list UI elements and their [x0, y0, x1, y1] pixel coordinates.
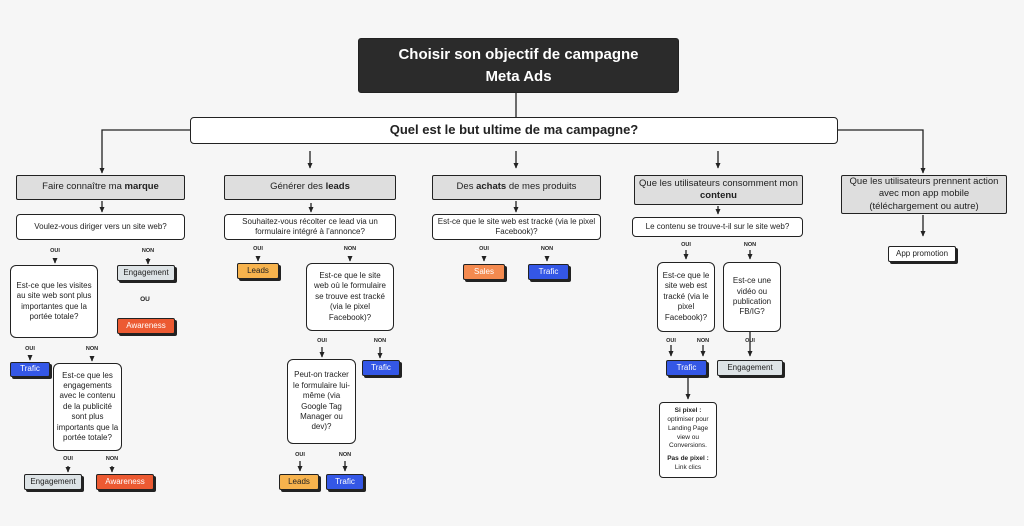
question-lead-form: Souhaitez-vous récolter ce lead via un f… — [224, 214, 396, 240]
category-brand: Faire connaître ma marque — [16, 175, 185, 200]
question-engagements-vs-reach: Est-ce que les engagements avec le conte… — [53, 363, 122, 451]
label-yes: OUI — [63, 456, 73, 462]
outcome-awareness: Awareness — [96, 474, 154, 490]
category-brand-bold: marque — [124, 181, 159, 193]
outcome-sales: Sales — [463, 264, 505, 280]
category-leads: Générer des leads — [224, 175, 396, 200]
label-no: NON — [105, 456, 119, 462]
note-pixel-title: Si pixel : — [674, 407, 702, 415]
label-yes: OUI — [479, 246, 489, 252]
title-line-1: Choisir son objectif de campagne — [398, 45, 639, 63]
label-or: OU — [140, 296, 150, 303]
trafic-optimisation-note: Si pixel : optimiser pour Landing Page v… — [659, 402, 717, 478]
title-line-2: Meta Ads — [485, 67, 552, 85]
outcome-engagement: Engagement — [717, 360, 783, 376]
question-track-form: Peut-on tracker le formulaire lui-même (… — [287, 359, 356, 444]
category-content-bold: contenu — [700, 190, 737, 201]
category-app-text: Que les utilisateurs prennent action ave… — [849, 175, 999, 212]
outcome-trafic: Trafic — [528, 264, 569, 280]
question-visits-vs-reach: Est-ce que les visites au site web sont … — [10, 265, 98, 338]
category-content: Que les utilisateurs consomment mon cont… — [634, 175, 803, 205]
label-no: NON — [540, 246, 554, 252]
note-no-pixel-text: Link clics — [674, 463, 702, 471]
category-sales-post: de mes produits — [506, 181, 577, 193]
label-no: NON — [696, 338, 710, 344]
category-sales: Des achats de mes produits — [432, 175, 601, 200]
outcome-app-promotion: App promotion — [888, 246, 956, 262]
label-yes: OUI — [295, 452, 305, 458]
question-form-site-tracked: Est-ce que le site web où le formulaire … — [306, 263, 394, 331]
outcome-trafic: Trafic — [10, 362, 50, 377]
label-no: NON — [141, 248, 155, 254]
label-no: NON — [338, 452, 352, 458]
category-leads-bold: leads — [325, 181, 350, 193]
label-no: NON — [373, 338, 387, 344]
outcome-leads: Leads — [279, 474, 319, 490]
main-question: Quel est le but ultime de ma campagne? — [190, 117, 838, 144]
note-pixel-text: optimiser pour Landing Page view ou Conv… — [667, 416, 709, 450]
label-yes: OUI — [317, 338, 327, 344]
label-yes: OUI — [745, 338, 755, 344]
note-no-pixel-title: Pas de pixel : — [667, 455, 709, 463]
category-leads-pre: Générer des — [270, 181, 326, 193]
outcome-leads: Leads — [237, 263, 279, 279]
diagram-title: Choisir son objectif de campagne Meta Ad… — [358, 38, 679, 93]
label-yes: OUI — [50, 248, 60, 254]
outcome-engagement: Engagement — [24, 474, 82, 490]
outcome-awareness: Awareness — [117, 318, 175, 334]
outcome-trafic: Trafic — [362, 360, 400, 376]
question-website: Voulez-vous diriger vers un site web? — [16, 214, 185, 240]
label-yes: OUI — [253, 246, 263, 252]
question-video-or-post: Est-ce une vidéo ou publication FB/IG? — [723, 262, 781, 332]
label-no: NON — [743, 242, 757, 248]
label-yes: OUI — [25, 346, 35, 352]
label-yes: OUI — [681, 242, 691, 248]
question-content-site-tracked: Est-ce que le site web est tracké (via l… — [657, 262, 715, 332]
category-app: Que les utilisateurs prennent action ave… — [841, 175, 1007, 214]
outcome-trafic: Trafic — [326, 474, 364, 490]
question-site-tracked: Est-ce que le site web est tracké (via l… — [432, 214, 601, 240]
label-no: NON — [343, 246, 357, 252]
category-content-pre: Que les utilisateurs consomment mon — [639, 177, 798, 189]
outcome-engagement: Engagement — [117, 265, 175, 281]
outcome-trafic: Trafic — [666, 360, 707, 376]
category-sales-bold: achats — [476, 181, 507, 193]
label-no: NON — [85, 346, 99, 352]
question-content-on-site: Le contenu se trouve-t-il sur le site we… — [632, 217, 803, 237]
category-sales-pre: Des — [456, 181, 477, 193]
label-yes: OUI — [666, 338, 676, 344]
category-brand-pre: Faire connaître ma — [42, 181, 125, 193]
